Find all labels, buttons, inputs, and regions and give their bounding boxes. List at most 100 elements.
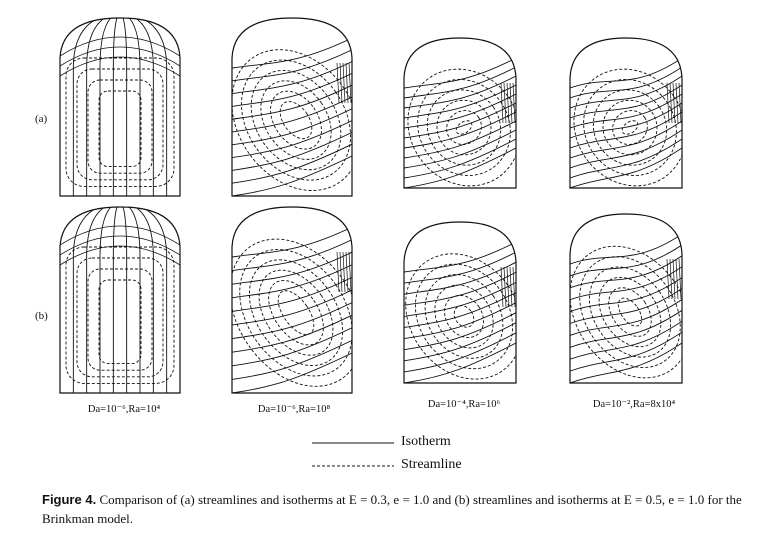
isotherm-wall-line [678,82,682,124]
isotherm-arc [60,46,180,67]
isotherm-line [121,18,128,196]
isotherm-wall-line [675,82,679,124]
isotherm-line [404,57,516,89]
isotherm-line [404,102,516,139]
isotherm-line [232,251,352,285]
isotherm-line [404,138,516,179]
contour-panel [59,17,181,197]
isotherm-line [99,207,114,393]
streamline-loop [98,279,142,365]
isotherm-wall-line [669,258,673,300]
streamline-loop [617,297,643,327]
panel-caption-1: Da=10⁻⁶,Ra=10⁴ [87,404,161,415]
isotherm-line [232,314,352,353]
enclosure-outline [231,206,353,394]
isotherm-line [404,332,516,373]
isotherm-line [72,18,104,196]
isotherm-line [570,93,682,129]
isotherm-wall-line [348,251,352,293]
isotherm-wall-line [503,82,507,124]
isotherm-line [232,327,352,367]
isotherm-wall-line [348,62,352,104]
isotherm-arc [60,225,180,246]
isotherm-line [232,120,352,159]
streamline-loop [248,259,344,367]
legend-isotherm-label: Isotherm [401,434,451,449]
isotherm-wall-line [509,82,513,124]
panel-caption-2: Da=10⁻⁶,Ra=10⁸ [257,404,331,415]
isotherm-line [99,18,114,196]
row-label-b: (b) [35,310,48,322]
isotherm-wall-line [342,62,346,104]
isotherm-line [86,18,109,196]
isotherm-arc [60,36,180,57]
isotherm-line [570,111,682,149]
isotherm-line [112,18,119,196]
panels-layer [59,17,683,394]
figure-caption-label: Figure 4. [42,492,97,507]
isotherm-wall-line [672,82,676,124]
streamline-loop [621,120,639,135]
isotherm-line [232,226,352,258]
isotherm-line [570,309,682,348]
streamline-loop [579,256,681,368]
isotherm-wall-line [342,251,346,293]
isotherm-line [570,320,682,360]
isotherm-line [404,261,516,295]
isotherm-line [126,207,141,393]
streamline-loop [277,290,315,336]
streamline-loop [455,120,473,135]
isotherm-line [404,241,516,273]
legend-streamline-label: Streamline [401,457,462,472]
isotherm-line [126,18,141,196]
isotherm-line [570,102,682,139]
isotherm-wall-line [509,266,513,308]
isotherm-line [232,289,352,326]
streamline-loop [583,79,677,176]
isotherm-wall-line [339,62,343,104]
isotherm-line [570,138,682,179]
isotherm-wall-line [506,266,510,308]
isotherm-arc [60,245,180,266]
isotherm-line [570,266,682,301]
enclosure-outline [59,17,181,197]
isotherm-wall-line [503,266,507,308]
contour-panel [59,206,181,394]
isotherm-line [404,342,516,383]
streamline-loop [258,269,334,356]
isotherm-wall-line [672,258,676,300]
isotherm-line [404,120,516,159]
isotherm-line [570,84,682,119]
isotherm-line [131,18,154,196]
streamline-loop [268,280,324,346]
isotherm-wall-line [345,62,349,104]
isotherm-line [570,75,682,109]
streamline-loop [76,68,164,181]
isotherm-wall-line [336,251,340,293]
isotherm-line [232,96,352,133]
streamline-loop [260,80,332,160]
isotherm-line [404,322,516,362]
streamline-loop [232,49,352,191]
streamline-loop [241,59,351,181]
isotherm-wall-line [500,266,504,308]
isotherm-wall-line [669,82,673,124]
enclosure-outline [569,37,683,189]
contour-panel [403,37,517,189]
isotherm-line [570,288,682,324]
isotherm-line [404,302,516,340]
streamline-loop [588,266,672,358]
isotherm-line [232,339,352,380]
isotherm-line [404,66,516,99]
isotherm-line [232,276,352,312]
contour-panel [403,221,517,384]
contour-panel [231,17,353,197]
isotherm-line [404,271,516,306]
isotherm-line [404,129,516,169]
isotherm-line [232,131,352,171]
streamline-loop [239,249,352,377]
streamline-loop [446,110,482,145]
enclosure-outline [59,206,181,394]
isotherm-line [404,75,516,109]
streamline-loop [608,287,652,337]
